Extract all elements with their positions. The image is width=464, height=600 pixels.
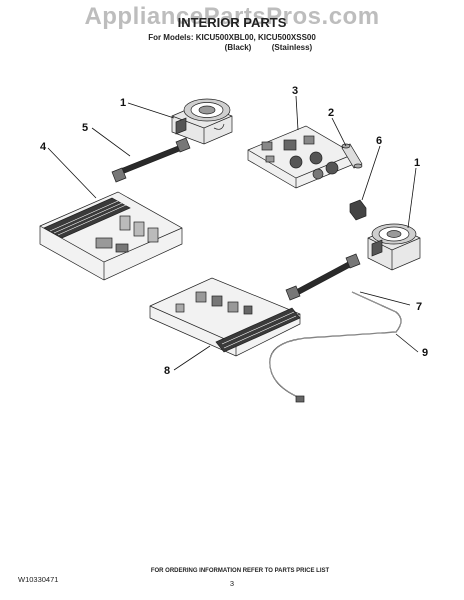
callout-3: 3 (292, 85, 298, 97)
leader-lines (47, 95, 419, 371)
part-1-coil-right (367, 223, 421, 271)
callout-6: 6 (376, 135, 382, 147)
page-title: INTERIOR PARTS (178, 15, 287, 30)
footer-page-number: 3 (230, 579, 234, 588)
footer-doc-number: W10330471 (18, 575, 58, 584)
footer-ordering-note: FOR ORDERING INFORMATION REFER TO PARTS … (151, 568, 330, 574)
part-2-fuse (341, 143, 363, 169)
part-3-control-board (247, 125, 355, 189)
part-5-ribbon-cable (111, 137, 191, 183)
models-line: For Models: KICU500XBL00, KICU500XSS00 (148, 33, 316, 42)
callout-8: 8 (164, 365, 170, 377)
part-9-wire-harness (269, 291, 402, 403)
part-7-ribbon-cable (285, 253, 361, 301)
watermark-text: AppliancePartsPros.com (84, 3, 379, 30)
callout-7: 7 (416, 301, 422, 313)
callout-1-right: 1 (414, 157, 420, 169)
callout-5: 5 (82, 122, 88, 134)
part-8-power-board (149, 277, 301, 357)
part-6-bracket (349, 199, 367, 221)
callout-9: 9 (422, 347, 428, 359)
color-stainless-label: (Stainless) (272, 43, 313, 52)
part-1-coil-top (171, 98, 233, 145)
callout-2: 2 (328, 107, 334, 119)
callout-4: 4 (40, 141, 47, 153)
color-black-label: (Black) (225, 43, 252, 52)
part-4-heatsink-board (39, 191, 183, 281)
callout-1-top: 1 (120, 97, 126, 109)
